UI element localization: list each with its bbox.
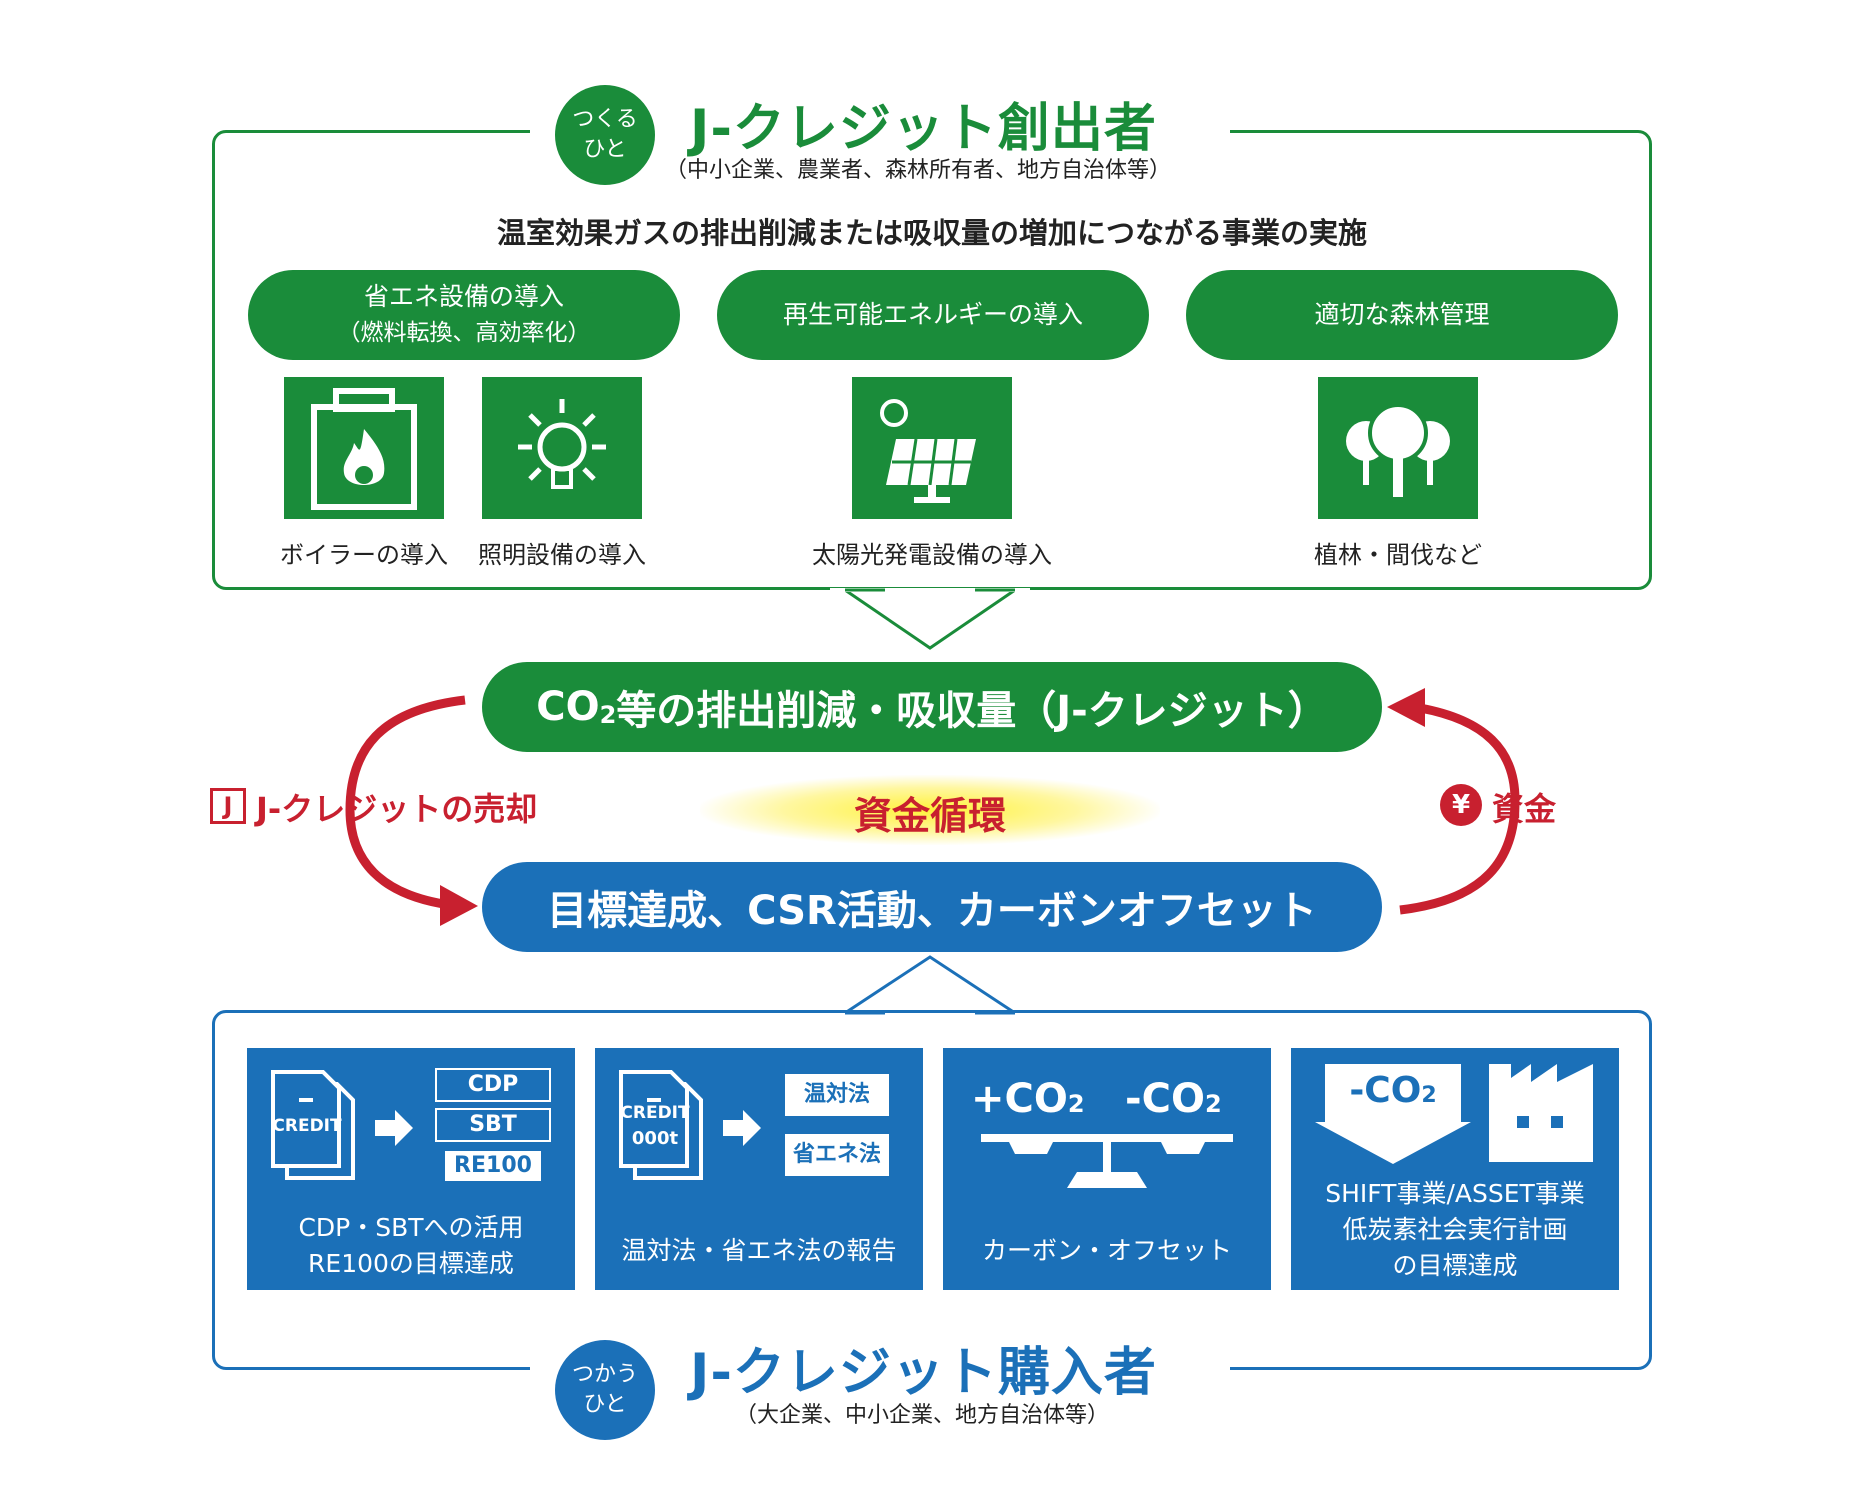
plus-co2-text: +CO xyxy=(971,1076,1068,1122)
creator-badge: つくる ひと xyxy=(555,85,655,185)
buyer-badge: つかう ひと xyxy=(555,1340,655,1440)
creator-heading: 温室効果ガスの排出削減または吸収量の増加につながる事業の実施 xyxy=(496,216,1367,250)
lightbulb-icon xyxy=(482,377,642,519)
creator-title: J-クレジット創出者 xyxy=(690,99,1157,159)
balance-scale-icon xyxy=(981,1134,1233,1188)
buyer-badge-line1: つかう xyxy=(571,1362,638,1387)
down-arrow-icon xyxy=(830,588,1030,650)
cycle-label: 資金循環 xyxy=(853,794,1006,838)
solar-caption: 太陽光発電設備の導入 xyxy=(812,541,1052,569)
card-cdp-sbt: CREDIT CDP SBT RE100 CDP・SBTへの活用 RE100の目… xyxy=(247,1048,575,1290)
creator-badge-line2: ひと xyxy=(583,137,627,162)
card-reporting: CREDIT 000t 温対法 省エネ法 温対法・省エネ法の報告 xyxy=(595,1048,923,1290)
minus-co2-label: -CO2 xyxy=(1125,1076,1222,1122)
minus-co2-arrow-label: -CO2 xyxy=(1315,1070,1471,1111)
creator-badge-line1: つくる xyxy=(572,107,638,132)
goal-bar: 目標達成、CSR活動、カーボンオフセット xyxy=(482,862,1382,952)
tag-re100: RE100 xyxy=(445,1151,541,1181)
buyer-subtitle: （大企業、中小企業、地方自治体等） xyxy=(735,1403,1110,1428)
left-cycle-arrow-icon xyxy=(345,695,478,926)
minus-co2-arrow-sub: 2 xyxy=(1421,1083,1437,1108)
solar-panel-icon xyxy=(852,377,1012,519)
lightbulb-caption: 照明設備の導入 xyxy=(478,541,646,569)
trees-icon xyxy=(1318,377,1478,519)
pill-renewable-label: 再生可能エネルギーの導入 xyxy=(782,300,1083,329)
j-credit-icon: J xyxy=(210,788,246,824)
plus-co2-sub: 2 xyxy=(1067,1090,1085,1118)
pill-energy-saving-line1: 省エネ設備の導入 xyxy=(363,282,564,311)
pill-forest-label: 適切な森林管理 xyxy=(1314,300,1490,329)
creator-frame xyxy=(212,130,1652,590)
sale-label: J-クレジットの売却 xyxy=(256,790,538,828)
pill-renewable: 再生可能エネルギーの導入 xyxy=(717,270,1149,360)
pill-forest: 適切な森林管理 xyxy=(1186,270,1618,360)
boiler-caption: ボイラーの導入 xyxy=(280,541,448,569)
card-carbon-offset: +CO2 -CO2 カーボン・オフセット xyxy=(943,1048,1271,1290)
card1-caption1: CDP・SBTへの活用 xyxy=(298,1213,524,1242)
card1-caption2: RE100の目標達成 xyxy=(308,1249,514,1278)
tag-cdp: CDP xyxy=(435,1068,551,1102)
card4-caption2: 低炭素社会実行計画 xyxy=(1342,1215,1568,1244)
boiler-icon xyxy=(284,377,444,519)
minus-co2-text: -CO xyxy=(1125,1076,1205,1122)
credit-bar-rest: 等の排出削減・吸収量（J-クレジット） xyxy=(616,688,1328,734)
tag-ontaiho: 温対法 xyxy=(785,1074,889,1116)
pill-energy-saving-line2: （燃料転換、高効率化） xyxy=(337,320,591,346)
trees-caption: 植林・間伐など xyxy=(1314,541,1482,569)
arrow-right-icon xyxy=(723,1110,761,1146)
credit-doc-label2: 000t xyxy=(631,1128,679,1149)
buyer-title: J-クレジット購入者 xyxy=(690,1343,1157,1403)
credit-document-icon xyxy=(619,1070,703,1180)
up-arrow-icon xyxy=(844,955,1016,1015)
minus-co2-sub: 2 xyxy=(1204,1090,1222,1118)
tag-shoeneho: 省エネ法 xyxy=(785,1134,889,1176)
plus-co2-label: +CO2 xyxy=(971,1076,1085,1122)
card-shift-asset: -CO2 SHIFT事業/ASSET事業 低炭素社会実行計画 の目標達成 xyxy=(1291,1048,1619,1290)
credit-document-icon xyxy=(271,1070,355,1180)
card3-caption1: カーボン・オフセット xyxy=(981,1236,1232,1265)
card4-caption1: SHIFT事業/ASSET事業 xyxy=(1325,1179,1585,1208)
minus-co2-arrow-text: -CO xyxy=(1349,1070,1422,1111)
yen-icon: ¥ xyxy=(1440,784,1482,826)
arrow-right-icon xyxy=(375,1110,413,1146)
creator-subtitle: （中小企業、農業者、森林所有者、地方自治体等） xyxy=(665,158,1172,183)
down-co2-arrow-icon xyxy=(1315,1064,1471,1164)
credit-bar-prefix: CO xyxy=(536,684,600,730)
buyer-badge-line2: ひと xyxy=(583,1392,627,1417)
factory-icon xyxy=(1489,1064,1593,1162)
right-cycle-arrow-icon xyxy=(1387,688,1520,915)
credit-doc-label1: CREDIT xyxy=(620,1103,690,1123)
tag-sbt: SBT xyxy=(435,1108,551,1142)
credit-bar-sub: 2 xyxy=(599,701,617,729)
card4-caption3: の目標達成 xyxy=(1392,1251,1518,1280)
credit-doc-label: CREDIT xyxy=(272,1116,342,1136)
fund-label: 資金 xyxy=(1492,790,1557,828)
cycle-glow xyxy=(700,775,1160,845)
pill-energy-saving: 省エネ設備の導入 （燃料転換、高効率化） xyxy=(248,270,680,360)
card2-caption1: 温対法・省エネ法の報告 xyxy=(621,1236,897,1265)
